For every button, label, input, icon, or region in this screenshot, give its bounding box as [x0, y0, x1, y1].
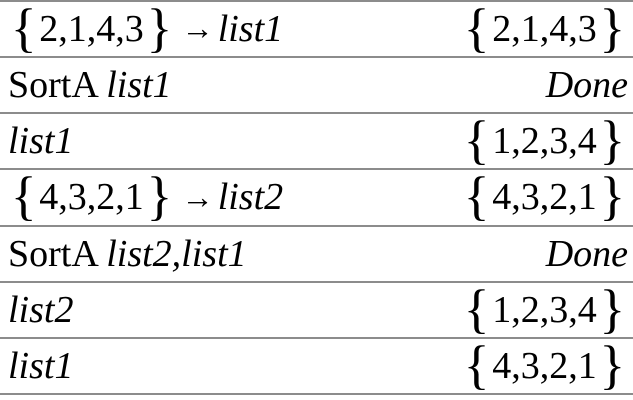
expression-output[interactable]: {1,2,3,4} [461, 282, 628, 336]
history-row: list1 {1,2,3,4} [0, 113, 633, 171]
store-arrow-icon: → [181, 178, 214, 215]
brace-glyph: { [10, 166, 37, 227]
expression-text: 2,1,4,3 [492, 8, 597, 51]
expression-input[interactable]: {4,3,2,1}→list2 [8, 169, 284, 223]
expression-text: 1,2,3,4 [492, 288, 597, 331]
expression-input[interactable]: SortA list1 [8, 63, 172, 107]
expression-text: list1 [8, 344, 74, 387]
expression-text: list2,list1 [106, 232, 247, 275]
expression-input[interactable]: SortA list2,list1 [8, 232, 247, 276]
brace-glyph: } [599, 0, 626, 58]
expression-text: Done [545, 64, 628, 107]
expression-input[interactable]: list1 [8, 119, 73, 163]
expression-text: SortA [8, 64, 107, 107]
history-row: SortA list1 Done [0, 58, 633, 115]
expression-text: 4,3,2,1 [492, 344, 597, 387]
expression-output[interactable]: Done [546, 232, 628, 276]
brace-glyph: } [146, 0, 173, 58]
history-row: {2,1,4,3}→list1{2,1,4,3} [0, 1, 633, 59]
store-arrow-icon: → [181, 10, 214, 47]
brace-glyph: } [146, 166, 173, 227]
brace-glyph: } [599, 110, 626, 171]
expression-text: list1 [106, 64, 172, 107]
history-row: list1 {4,3,2,1} [0, 338, 633, 395]
expression-text: 1,2,3,4 [492, 120, 597, 163]
brace-glyph: { [463, 110, 490, 171]
brace-glyph: { [463, 166, 490, 227]
expression-text: 2,1,4,3 [39, 8, 144, 51]
expression-text: list1 [8, 120, 74, 163]
expression-text: 4,3,2,1 [492, 176, 597, 219]
brace-glyph: } [599, 166, 626, 227]
brace-glyph: } [599, 278, 626, 339]
history-row: SortA list2,list1 Done [0, 227, 633, 283]
brace-glyph: { [463, 0, 490, 58]
brace-glyph: } [599, 334, 626, 395]
expression-input[interactable]: {2,1,4,3}→list1 [8, 1, 284, 55]
expression-text: SortA [8, 232, 107, 275]
expression-output[interactable]: {1,2,3,4} [461, 113, 628, 167]
expression-text: Done [545, 232, 628, 275]
expression-input[interactable]: list1 [8, 344, 73, 388]
expression-output[interactable]: Done [546, 63, 628, 107]
history-row: list2 {1,2,3,4} [0, 282, 633, 339]
expression-output[interactable]: {2,1,4,3} [461, 1, 628, 55]
expression-text: 4,3,2,1 [39, 176, 144, 219]
expression-text: list2 [8, 288, 74, 331]
brace-glyph: { [463, 334, 490, 395]
history-row: {4,3,2,1}→list2{4,3,2,1} [0, 169, 633, 227]
expression-text: list2 [217, 176, 284, 219]
expression-input[interactable]: list2 [8, 288, 73, 332]
expression-text: list1 [217, 8, 284, 51]
expression-output[interactable]: {4,3,2,1} [461, 338, 628, 392]
brace-glyph: { [463, 278, 490, 339]
brace-glyph: { [10, 0, 37, 58]
expression-output[interactable]: {4,3,2,1} [461, 169, 628, 223]
